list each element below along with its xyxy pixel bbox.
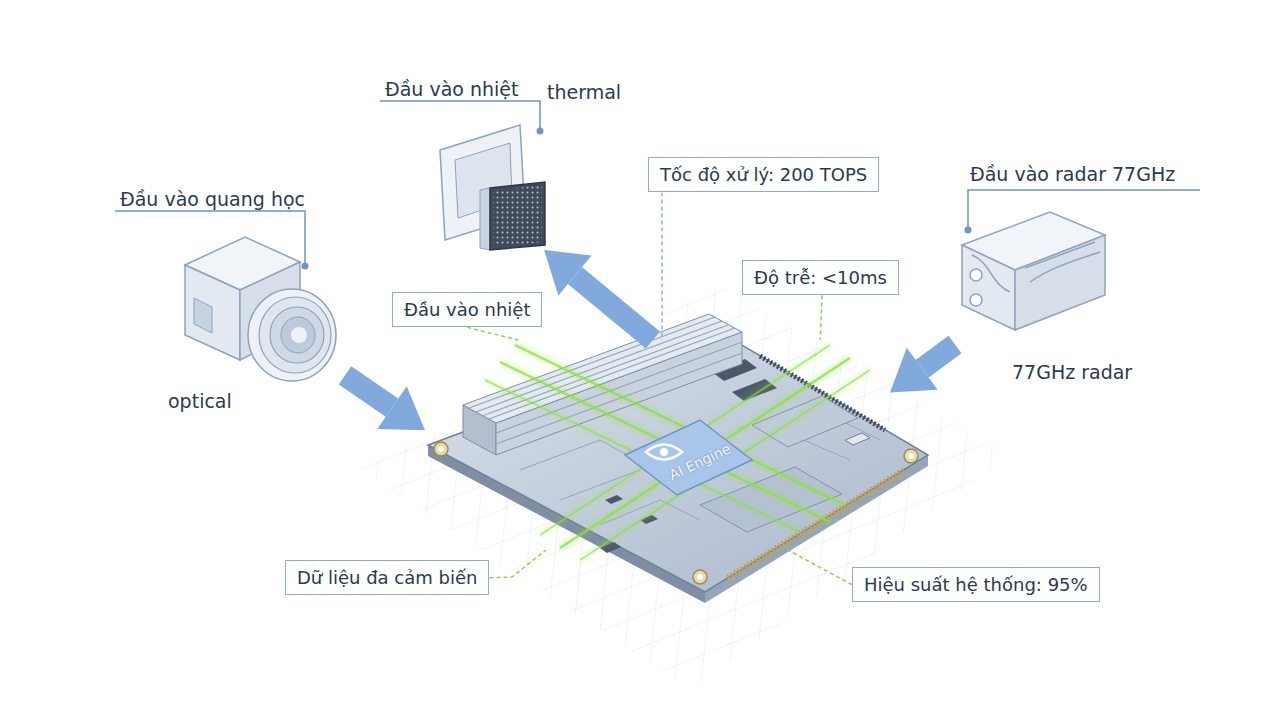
sensor-label: Đầu vào nhiệt: [385, 78, 519, 101]
mounting-hole: [904, 449, 918, 463]
data-stream: [540, 345, 830, 535]
camera-body: [185, 265, 240, 360]
memory-module: [700, 467, 842, 532]
mounting-hole: [434, 442, 448, 456]
leader-line-shaft: [467, 327, 518, 340]
callout-box: Tốc độ xử lý: 200 TOPS: [648, 157, 879, 192]
thermal-sensor: [493, 185, 542, 247]
smd-part: [605, 495, 623, 504]
sensor-label: 77GHz radar: [1012, 361, 1132, 384]
label-leader: [380, 101, 540, 130]
flow-arrow-shaft: [575, 276, 653, 340]
leader-line: [489, 550, 545, 578]
sensor-node: Đầu vào nhiệt thermal: [380, 75, 625, 250]
label-leader: [968, 190, 1200, 228]
data-stream: [515, 345, 845, 505]
mounting-hole: [693, 570, 707, 584]
callout-box: Hiệu suất hệ thống: 95%: [852, 567, 1100, 602]
callout-box: Độ trễ: <10ms: [742, 260, 899, 295]
leader-line-shaft: [661, 192, 663, 340]
leader-line: [820, 295, 822, 340]
flow-arrow: [544, 250, 653, 340]
leader-line: [467, 327, 518, 340]
thermal-bracket: [480, 188, 490, 250]
callout-text: Độ trễ: <10ms: [754, 266, 887, 289]
flow-arrow-shaft: [922, 345, 955, 369]
module-chip: [752, 396, 858, 447]
leader-line-shaft: [788, 550, 852, 585]
data-stream: [485, 380, 800, 532]
radar-module: [962, 245, 1015, 330]
chip-label: AI Engine: [666, 440, 733, 483]
radar-detail: [972, 242, 1100, 292]
small-chip: [732, 379, 777, 401]
arrow-head: [377, 386, 425, 430]
camera-lens: [291, 327, 307, 343]
flow-arrow: [345, 375, 425, 430]
callout-text: Đầu vào nhiệt: [404, 298, 530, 321]
radar-module: [1015, 235, 1105, 330]
callout-box: Đầu vào nhiệt: [392, 292, 542, 327]
callout-text: Hiệu suất hệ thống: 95%: [864, 573, 1088, 596]
data-stream: [560, 358, 850, 548]
camera-lens: [270, 307, 324, 363]
camera-lens: [281, 317, 315, 353]
sensor-label: Đầu vào quang học: [120, 188, 305, 211]
radar-port: [970, 269, 982, 281]
radar-port: [970, 294, 982, 306]
callout-box: Dữ liệu đa cảm biến: [285, 560, 489, 595]
mounting-hole: [908, 453, 914, 459]
sensor-label: optical: [168, 390, 232, 413]
board-node: AI Engine: [425, 340, 890, 550]
sensor-label: thermal: [547, 81, 621, 104]
leader-dot: [537, 128, 544, 135]
ai-chip: [625, 420, 752, 495]
camera-detail: [194, 298, 212, 333]
arrow-head: [890, 348, 938, 393]
callout-text: Tốc độ xử lý: 200 TOPS: [660, 163, 867, 186]
sensor-node: Đầu vào quang học optical: [110, 185, 345, 420]
camera-lens: [248, 289, 336, 381]
sensor-label: Đầu vào radar 77GHz: [970, 163, 1175, 186]
flow-arrow: [890, 345, 955, 393]
thermal-sensor: [490, 182, 545, 250]
smd-part: [845, 433, 870, 445]
leader-line: [661, 192, 662, 340]
callout-text: Dữ liệu đa cảm biến: [297, 566, 477, 589]
arrow-head: [544, 250, 591, 296]
chip-logo: [646, 445, 682, 460]
data-stream: [500, 362, 830, 522]
camera-lens: [259, 297, 331, 373]
leader-dot: [302, 263, 309, 270]
floor-grid: [360, 285, 1010, 690]
leader-line: [788, 550, 852, 585]
chip-logo: [660, 448, 668, 456]
mounting-hole: [697, 574, 703, 580]
leader-dot: [965, 227, 972, 234]
flow-arrow-shaft: [345, 375, 392, 407]
leader-line-shaft: [489, 550, 545, 578]
data-stream: [485, 345, 870, 560]
data-stream: [580, 370, 870, 560]
leader-line-shaft: [820, 295, 822, 340]
mounting-hole: [438, 446, 444, 452]
sensor-node: Đầu vào radar 77GHz 77GHz radar: [955, 160, 1210, 385]
label-leader: [115, 211, 305, 265]
